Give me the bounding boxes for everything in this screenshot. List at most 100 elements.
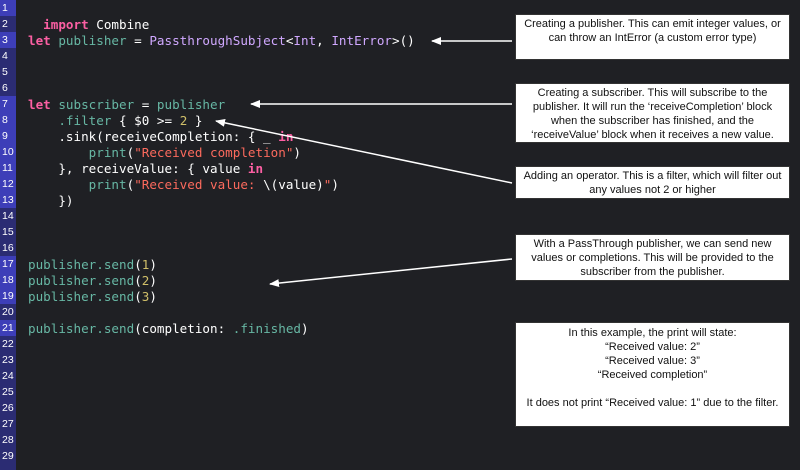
line-number: 10 [0, 144, 16, 160]
paren-open: ( [126, 145, 135, 160]
keyword-let: let [28, 97, 51, 112]
type-int: Int [293, 33, 317, 48]
line-number: 15 [2, 226, 14, 238]
keyword-let: let [28, 33, 51, 48]
line-number: 18 [0, 272, 16, 288]
dot: . [96, 273, 104, 288]
paren-open: ( [134, 273, 142, 288]
paren-open: ( [134, 257, 142, 272]
line-number: 6 [2, 82, 8, 94]
string-literal: "Received completion" [134, 145, 294, 160]
line-number: 22 [2, 338, 14, 350]
line-number: 3 [0, 32, 16, 48]
code-line-9[interactable]: .sink(receiveCompletion: { _ in [28, 129, 293, 145]
string-literal-end: " [323, 177, 332, 192]
string-literal: "Received value: [134, 177, 264, 192]
code-line-13[interactable]: }) [28, 193, 73, 209]
example-line-1: “Received value: 2” [605, 341, 700, 353]
line-number: 28 [2, 434, 14, 446]
line-number: 20 [2, 306, 14, 318]
generic-open: < [285, 33, 294, 48]
string-interpolation: \(value) [263, 177, 324, 192]
keyword-in: in [247, 161, 264, 176]
type-interror: IntError [331, 33, 393, 48]
line-number: 7 [0, 96, 16, 112]
annotation-publisher: Creating a publisher. This can emit inte… [515, 14, 790, 60]
line-number: 2 [2, 18, 8, 30]
line-number: 27 [2, 418, 14, 430]
paren-close: ) [301, 321, 309, 336]
line-number: 19 [0, 288, 16, 304]
send-method: send [103, 289, 135, 304]
print-function: print [88, 145, 127, 160]
number-literal: 2 [179, 113, 188, 128]
code-line-1[interactable]: import Combine [28, 1, 149, 32]
number-literal: 2 [141, 273, 150, 288]
code-line-19[interactable]: publisher.send(3) [28, 289, 157, 305]
line-number: 29 [2, 450, 14, 462]
code-line-11[interactable]: }, receiveValue: { value in [28, 161, 263, 177]
line-number: 8 [0, 112, 16, 128]
annotation-subscriber: Creating a subscriber. This will subscri… [515, 83, 790, 143]
closure-text: { $0 >= [111, 113, 180, 128]
subscriber-identifier: subscriber [58, 97, 135, 112]
operator-equals: = [126, 33, 150, 48]
dot: . [96, 289, 104, 304]
publisher-reference: publisher [28, 321, 97, 336]
publisher-reference: publisher [28, 273, 97, 288]
line-number: 26 [2, 402, 14, 414]
type-passthroughsubject: PassthroughSubject [149, 33, 286, 48]
closure-close: } [187, 113, 203, 128]
dot: . [96, 321, 104, 336]
example-title: In this example, the print will state: [568, 327, 737, 339]
generic-close: >() [392, 33, 415, 48]
dot: . [96, 257, 104, 272]
number-literal: 1 [141, 257, 150, 272]
keyword-in: in [278, 129, 294, 144]
example-line-3: “Received completion” [597, 369, 708, 381]
filter-method: filter [65, 113, 112, 128]
code-line-10[interactable]: print("Received completion") [28, 145, 301, 161]
paren-close: ) [331, 177, 339, 192]
print-function: print [88, 177, 127, 192]
example-line-2: “Received value: 3” [605, 355, 700, 367]
code-line-18[interactable]: publisher.send(2) [28, 273, 157, 289]
line-number: 23 [2, 354, 14, 366]
publisher-reference: publisher [156, 97, 226, 112]
number-literal: 3 [141, 289, 150, 304]
paren-close: ) [149, 257, 157, 272]
line-number: 1 [0, 0, 16, 16]
annotation-operator: Adding an operator. This is a filter, wh… [515, 166, 790, 199]
comma: , [316, 33, 332, 48]
line-number: 25 [2, 386, 14, 398]
paren-close: ) [293, 145, 302, 160]
send-method: send [103, 273, 135, 288]
code-line-3[interactable]: let publisher = PassthroughSubject<Int, … [28, 33, 415, 49]
line-number: 24 [2, 370, 14, 382]
line-number: 5 [2, 66, 8, 78]
arrow-to-send [269, 258, 513, 288]
send-method: send [103, 257, 135, 272]
code-line-8[interactable]: .filter { $0 >= 2 } [28, 113, 202, 129]
operator-equals: = [134, 97, 157, 112]
code-line-17[interactable]: publisher.send(1) [28, 257, 157, 273]
annotation-send: With a PassThrough publisher, we can sen… [515, 234, 790, 281]
publisher-identifier: publisher [58, 33, 127, 48]
receive-value-text: }, receiveValue: { value [58, 161, 248, 176]
line-number: 16 [2, 242, 14, 254]
sink-call: .sink(receiveCompletion: { _ [58, 129, 279, 144]
line-number: 9 [0, 128, 16, 144]
code-line-7[interactable]: let subscriber = publisher [28, 97, 225, 113]
line-number: 17 [0, 256, 16, 272]
arrow-to-filter [215, 118, 513, 184]
code-line-12[interactable]: print("Received value: \(value)") [28, 177, 339, 193]
code-line-21[interactable]: publisher.send(completion: .finished) [28, 321, 309, 337]
line-number: 11 [0, 160, 16, 176]
publisher-reference: publisher [28, 289, 97, 304]
line-number: 13 [0, 192, 16, 208]
finished-case: .finished [232, 321, 302, 336]
dot: . [58, 113, 66, 128]
line-number: 12 [0, 176, 16, 192]
line-number: 14 [2, 210, 14, 222]
